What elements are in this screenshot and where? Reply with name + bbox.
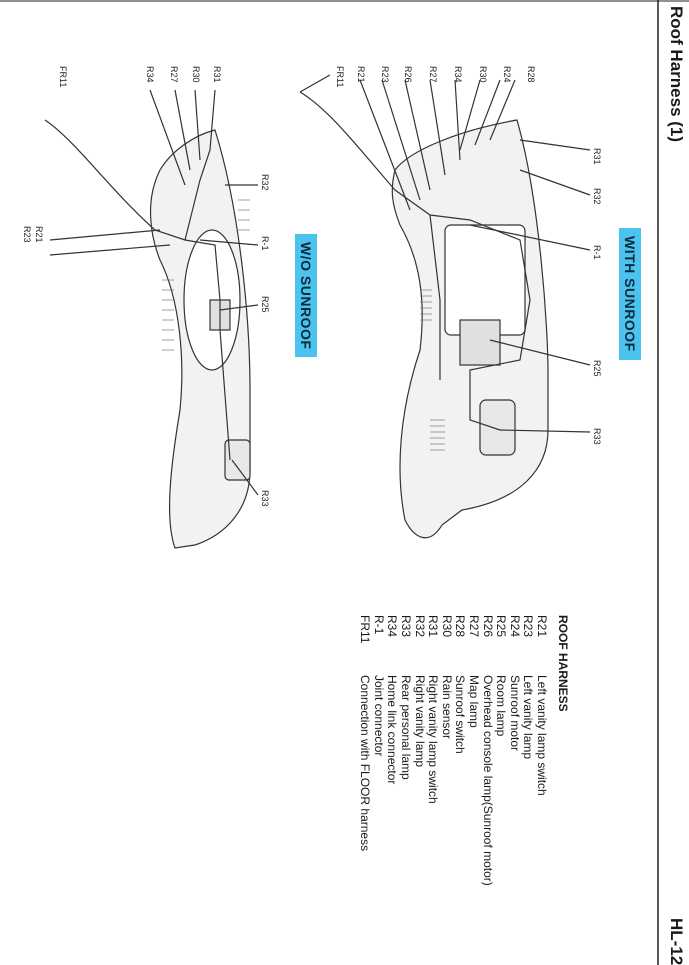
legend-description: Sunroof switch	[453, 675, 468, 754]
legend-code: R28	[453, 615, 468, 638]
callout-r25-without: R25	[260, 296, 270, 313]
legend-code: R34	[385, 615, 400, 638]
legend-code: R23	[521, 615, 536, 638]
callout-r23-without: R23	[22, 226, 32, 243]
legend-description: Overhead console lamp(Sunroof motor)	[480, 675, 495, 886]
callout-r30-without: R30	[191, 66, 201, 83]
legend-code: R21	[535, 615, 549, 638]
legend-code: R27	[467, 615, 482, 638]
legend-code: R33	[399, 615, 414, 638]
legend-description: Right vanity lamp switch	[426, 675, 441, 804]
legend-description: Joint connector	[371, 675, 386, 757]
legend-code: R26	[480, 615, 495, 638]
legend-description: Connection with FLOOR harness	[358, 675, 373, 852]
legend-code: R24	[507, 615, 522, 638]
legend-description: Rear personal lamp	[399, 675, 414, 780]
callout-r21-without: R21	[34, 226, 44, 243]
legend-description: Sunroof motor	[507, 675, 522, 752]
legend-description: Map lamp	[467, 675, 482, 728]
legend-code: R-1	[371, 615, 386, 635]
legend-description: Home link connector	[385, 675, 400, 785]
legend-title: ROOF HARNESS	[556, 615, 570, 712]
legend-code: R32	[412, 615, 427, 638]
legend-code: R31	[426, 615, 441, 638]
legend-code: R25	[494, 615, 509, 638]
legend-description: Right vanity lamp	[412, 675, 427, 768]
callout-fr11-without: FR11	[58, 66, 68, 88]
callout-r33-without: R33	[260, 490, 270, 507]
legend-description: Left vanity lamp	[521, 675, 536, 760]
callout-r1-without: R-1	[260, 236, 270, 251]
legend-description: Rain sensor	[439, 675, 454, 740]
callout-r27-without: R27	[169, 66, 179, 83]
legend-description: Left vanity lamp switch	[535, 675, 549, 796]
legend-description: Room lamp	[494, 675, 509, 737]
callout-r31-without: R31	[212, 66, 222, 83]
callout-r32-without: R32	[260, 174, 270, 191]
legend-code: FR11	[358, 615, 373, 644]
legend-code: R30	[439, 615, 454, 638]
callout-r34-without: R34	[145, 66, 155, 83]
